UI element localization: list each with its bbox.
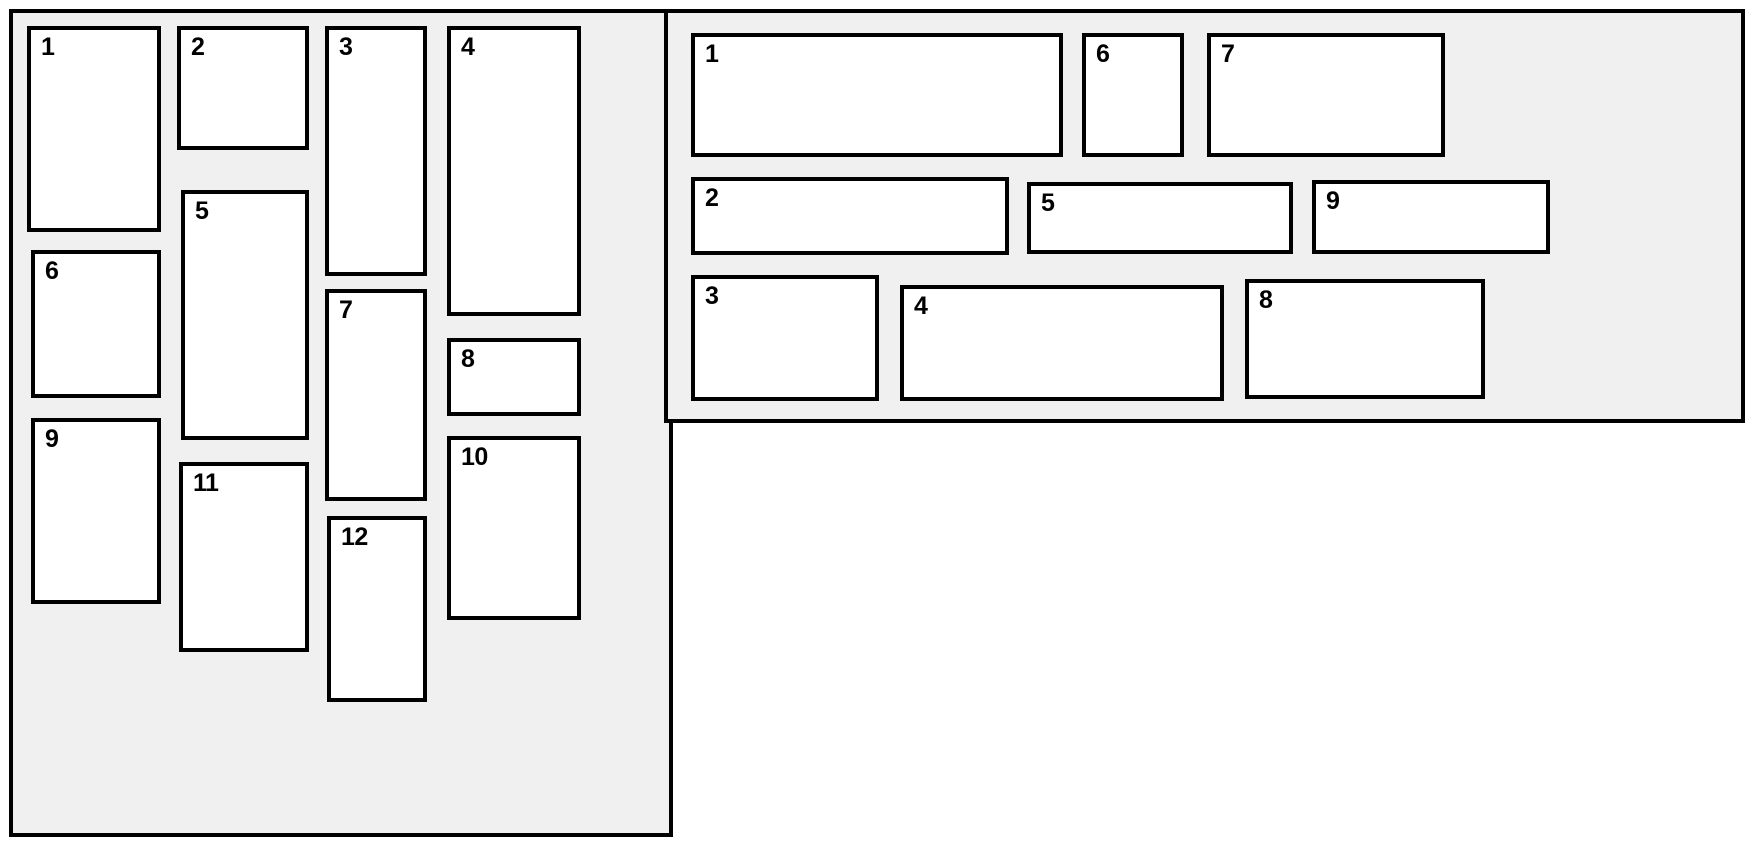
layout-box[interactable]: 8 bbox=[447, 338, 581, 416]
layout-box[interactable]: 12 bbox=[327, 516, 427, 702]
layout-box-label: 10 bbox=[461, 443, 488, 471]
layout-box-label: 9 bbox=[1326, 187, 1340, 215]
layout-box[interactable]: 1 bbox=[691, 33, 1063, 157]
layout-box-label: 7 bbox=[1221, 40, 1235, 68]
layout-box[interactable]: 9 bbox=[1312, 180, 1550, 254]
layout-box[interactable]: 3 bbox=[691, 275, 879, 401]
layout-box[interactable]: 2 bbox=[691, 177, 1009, 255]
layout-box[interactable]: 11 bbox=[179, 462, 309, 652]
layout-box[interactable]: 5 bbox=[181, 190, 309, 440]
layout-box-label: 6 bbox=[1096, 40, 1110, 68]
layout-box[interactable]: 2 bbox=[177, 26, 309, 150]
layout-box-label: 1 bbox=[705, 40, 719, 68]
layout-box-label: 7 bbox=[339, 296, 353, 324]
layout-box[interactable]: 6 bbox=[1082, 33, 1184, 157]
layout-box-label: 8 bbox=[461, 345, 475, 373]
layout-box-label: 4 bbox=[461, 33, 475, 61]
layout-box-label: 11 bbox=[193, 469, 219, 497]
layout-box[interactable]: 6 bbox=[31, 250, 161, 398]
layout-box-label: 1 bbox=[41, 33, 55, 61]
layout-box[interactable]: 4 bbox=[900, 285, 1224, 401]
layout-box[interactable]: 10 bbox=[447, 436, 581, 620]
layout-box[interactable]: 9 bbox=[31, 418, 161, 604]
layout-box[interactable]: 5 bbox=[1027, 182, 1293, 254]
layout-box-label: 4 bbox=[914, 292, 928, 320]
layout-box[interactable]: 3 bbox=[325, 26, 427, 276]
layout-box[interactable]: 8 bbox=[1245, 279, 1485, 399]
layout-box-label: 3 bbox=[339, 33, 353, 61]
right-panel: 1 6 7 2 5 9 3 4 8 bbox=[664, 9, 1745, 423]
layout-box-label: 2 bbox=[705, 184, 719, 212]
layout-box[interactable]: 7 bbox=[325, 289, 427, 501]
layout-box-label: 2 bbox=[191, 33, 205, 61]
layout-box-label: 3 bbox=[705, 282, 719, 310]
layout-box[interactable]: 4 bbox=[447, 26, 581, 316]
layout-box-label: 9 bbox=[45, 425, 59, 453]
layout-box-label: 5 bbox=[1041, 189, 1055, 217]
layout-box-label: 12 bbox=[341, 523, 368, 551]
layout-box-label: 8 bbox=[1259, 286, 1273, 314]
layout-box-label: 6 bbox=[45, 257, 59, 285]
layout-box-label: 5 bbox=[195, 197, 209, 225]
layout-box[interactable]: 7 bbox=[1207, 33, 1445, 157]
layout-box[interactable]: 1 bbox=[27, 26, 161, 232]
